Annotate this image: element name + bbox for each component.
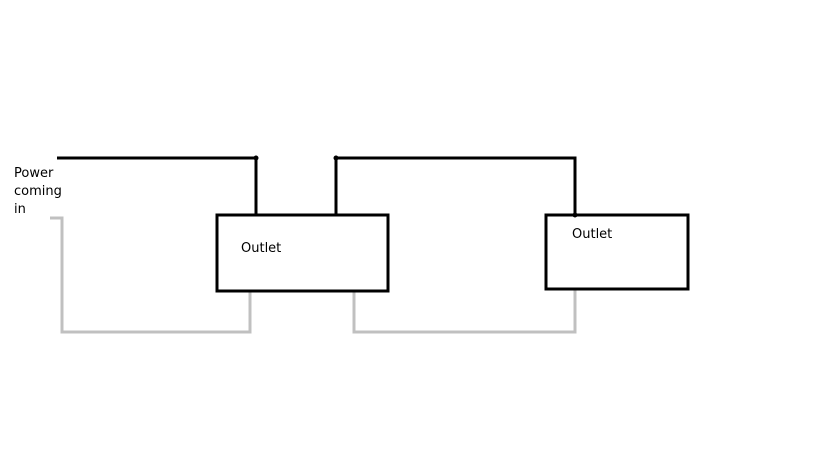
outlet-1-label: Outlet xyxy=(241,241,281,256)
power-label-line-1: Power xyxy=(14,166,54,181)
outlet-box-1 xyxy=(215,213,390,293)
junction-dot-1 xyxy=(253,155,259,161)
power-label-line-2: coming xyxy=(14,184,62,199)
neutral-wire-incoming xyxy=(50,216,252,334)
outlet-2-label: Outlet xyxy=(572,227,612,242)
neutral-wire-jumper xyxy=(352,289,577,334)
outlet-box-2 xyxy=(544,213,690,291)
power-label-line-3: in xyxy=(14,202,26,217)
hot-wire-jumper xyxy=(334,156,577,215)
junction-dot-2 xyxy=(333,155,339,161)
